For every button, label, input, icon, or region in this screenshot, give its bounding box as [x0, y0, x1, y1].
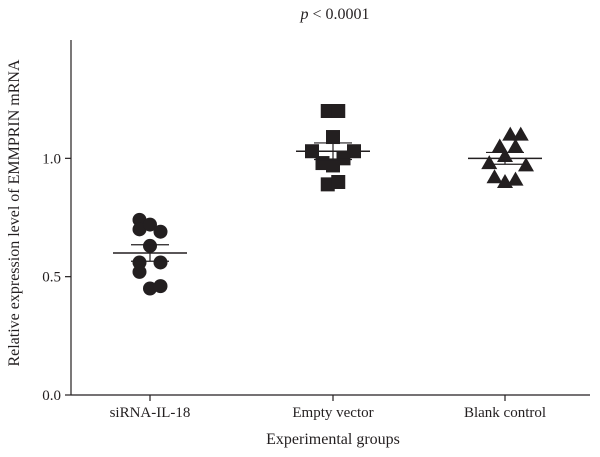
x-tick-label: siRNA-IL-18 [110, 405, 191, 421]
y-tick-label: 0.0 [42, 388, 61, 404]
chart-title-rest: < 0.0001 [308, 6, 369, 23]
data-point-circle [132, 264, 147, 279]
y-axis-title: Relative expression level of EMMPRIN mRN… [6, 59, 23, 367]
data-point-triangle [518, 157, 534, 172]
data-point-circle [143, 217, 157, 232]
plot-marks [113, 104, 542, 296]
chart-title-italic: p [299, 6, 308, 23]
x-tick-label: Blank control [464, 405, 546, 421]
y-axis: 0.0 0.5 1.0 [42, 40, 72, 404]
data-point-square [326, 158, 340, 173]
data-point-triangle [502, 126, 519, 141]
x-axis: siRNA-IL-18 Empty vector Blank control [71, 394, 590, 421]
data-point-circle [153, 255, 168, 270]
data-point-square [326, 130, 340, 145]
data-point-triangle [507, 138, 524, 153]
x-tick-label: Empty vector [292, 405, 373, 421]
data-point-triangle [512, 126, 529, 141]
chart-title: p < 0.0001 [299, 6, 369, 23]
data-point-square [331, 175, 346, 189]
data-point-circle [153, 279, 168, 294]
data-point-square [331, 104, 346, 118]
data-point-triangle [507, 171, 524, 186]
data-point-triangle [486, 169, 503, 184]
y-tick-label: 0.5 [42, 270, 61, 286]
data-point-circle [153, 224, 168, 239]
data-point-circle [132, 222, 147, 237]
x-axis-title: Experimental groups [266, 431, 400, 448]
data-point-triangle [481, 155, 498, 170]
data-point-circle [143, 281, 157, 296]
y-tick-label: 1.0 [42, 151, 61, 167]
data-point-triangle [491, 138, 508, 153]
